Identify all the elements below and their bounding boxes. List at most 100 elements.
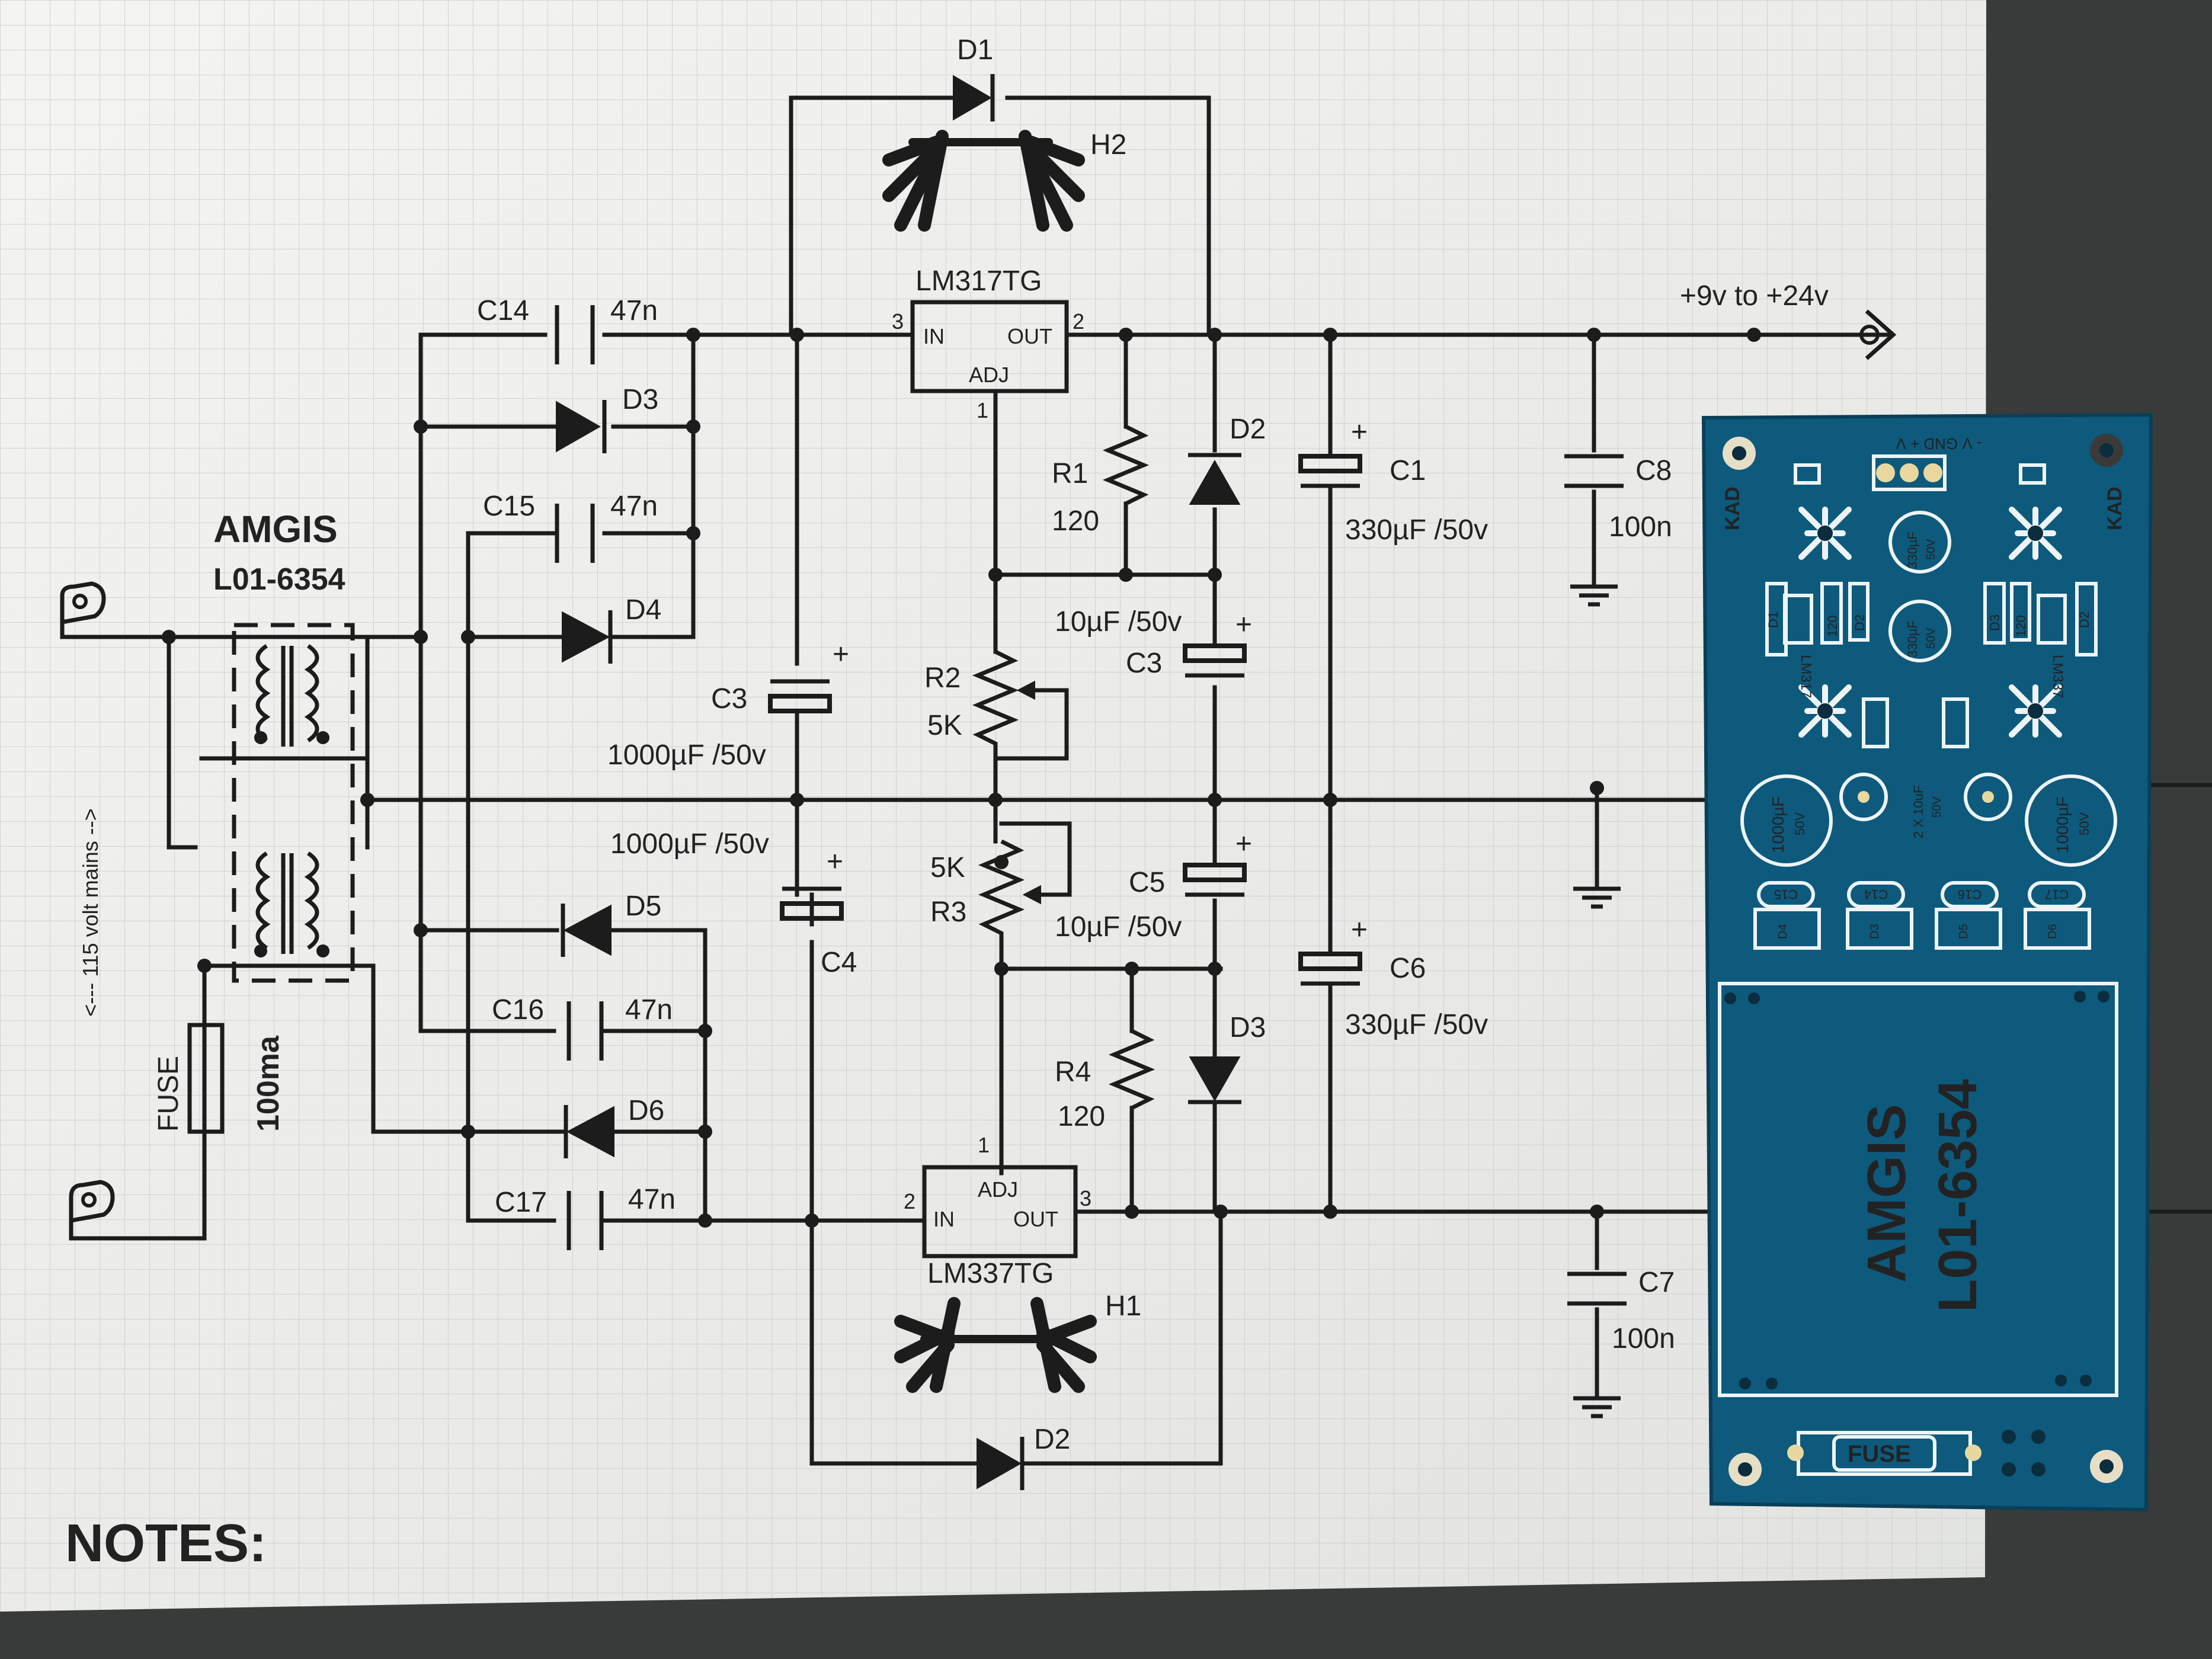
- h2-label: H2: [1090, 129, 1126, 161]
- c16-value: 47n: [625, 994, 673, 1026]
- c5-label: C5: [1129, 867, 1165, 898]
- c8-symbol: [1564, 454, 1624, 607]
- lm337-pin-in: IN: [933, 1207, 955, 1231]
- c16-label: C16: [492, 994, 544, 1026]
- r1-value: 120: [1052, 505, 1099, 537]
- pcb-c17: C17: [2045, 887, 2069, 902]
- d4-label: D4: [625, 594, 661, 626]
- c3-small-symbol: [1183, 643, 1247, 678]
- pcb-big-left: 1000µF: [1769, 796, 1787, 853]
- c15-symbol: [555, 504, 595, 563]
- pcb-d2-left: D2: [1852, 614, 1867, 631]
- pcb-lm337: LM337: [2050, 655, 2066, 698]
- d3-upper-symbol: [556, 400, 607, 453]
- fuse-symbol: [187, 1023, 225, 1134]
- lm317-pin-out: OUT: [1007, 324, 1052, 348]
- c3-bulk-plus: +: [833, 639, 849, 670]
- c1-label: C1: [1390, 455, 1426, 486]
- lm337-symbol: [922, 1165, 1078, 1258]
- c4-plus: +: [827, 846, 843, 877]
- c3-bulk-label: C3: [711, 683, 747, 715]
- fuse-value: 100ma: [251, 1035, 286, 1132]
- pcb-big-right: 1000µF: [2053, 796, 2072, 853]
- d4-symbol: [562, 610, 613, 664]
- r4-value: 120: [1058, 1101, 1105, 1132]
- d6-symbol: [564, 1105, 614, 1158]
- r1-symbol: [1102, 424, 1150, 506]
- d2-upper-label: D2: [1230, 414, 1266, 445]
- c3-bulk-value: 1000µF /50v: [607, 739, 766, 771]
- c15-value: 47n: [610, 491, 658, 522]
- c1-plus: +: [1351, 417, 1368, 448]
- c3-small-plus: +: [1235, 609, 1252, 640]
- lm337-pin3: 3: [1080, 1186, 1091, 1210]
- pcb-cap-top: 330µF: [1905, 531, 1920, 569]
- c17-value: 47n: [628, 1184, 676, 1215]
- d2-lower-label: D2: [1034, 1424, 1070, 1455]
- lm317-pin-adj: ADJ: [969, 363, 1009, 387]
- c3-small-value: 10µF /50v: [1055, 606, 1182, 638]
- c15-label: C15: [483, 491, 535, 522]
- heatsink-h1-symbol: [894, 1297, 1097, 1393]
- output-label: +9v to +24v: [1680, 280, 1829, 312]
- pcb-cap-mid-v: 50V: [1925, 627, 1938, 649]
- fuse-label: FUSE: [153, 1056, 184, 1132]
- junction-dots: [162, 328, 1761, 1228]
- r2-symbol: [972, 649, 1035, 758]
- d3-upper-label: D3: [622, 384, 658, 415]
- c8-label: C8: [1635, 455, 1672, 486]
- c16-symbol: [566, 1001, 604, 1061]
- pcb-kad-left: KAD: [1721, 486, 1744, 530]
- lm317-pin3: 3: [892, 309, 904, 334]
- lm317-symbol: [910, 300, 1069, 393]
- c6-symbol: [1298, 952, 1362, 986]
- pcb-cap-top-v: 50V: [1925, 539, 1938, 560]
- c6-value: 330µF /50v: [1345, 1009, 1488, 1040]
- lm337-pin2: 2: [904, 1189, 915, 1213]
- lm317-pin1: 1: [977, 398, 988, 422]
- pcb-kad-right: KAD: [2104, 486, 2126, 530]
- c3-small-label: C3: [1126, 648, 1162, 679]
- output-terminal: [1859, 309, 1897, 360]
- r2-label: R2: [924, 662, 961, 694]
- r4-label: R4: [1055, 1056, 1091, 1088]
- c17-symbol: [566, 1191, 604, 1250]
- c8-value: 100n: [1609, 511, 1672, 543]
- d5-symbol: [561, 904, 612, 957]
- pcb-d2-right: D2: [2077, 611, 2092, 628]
- r3-symbol: [978, 839, 1041, 936]
- pcb-board: [1701, 412, 2153, 1512]
- lm317-pin2: 2: [1073, 309, 1084, 334]
- c4-value: 1000µF /50v: [610, 828, 769, 860]
- c5-value: 10µF /50v: [1055, 911, 1182, 943]
- d1-symbol: [953, 74, 995, 121]
- pcb-c16: C16: [1958, 887, 1981, 902]
- d6-label: D6: [628, 1095, 664, 1126]
- pcb-d4: D4: [1776, 924, 1790, 939]
- pcb-big-left-v: 50V: [1792, 812, 1807, 835]
- pcb-r120-left: 120: [1825, 615, 1840, 637]
- d3-lower-label: D3: [1230, 1012, 1266, 1043]
- c1-value: 330µF /50v: [1345, 514, 1488, 546]
- heatsink-h2-symbol: [882, 130, 1085, 232]
- pcb-d5: D5: [1957, 924, 1970, 939]
- pcb-brand: AMGIS: [1856, 1104, 1917, 1283]
- d5-label: D5: [625, 891, 661, 922]
- pcb-model: L01-6354: [1928, 1079, 1988, 1312]
- c14-label: C14: [477, 295, 529, 326]
- ground-symbol-mid: [1573, 886, 1621, 909]
- pcb-d1: D1: [1766, 611, 1781, 628]
- r4-symbol: [1108, 1029, 1155, 1110]
- c14-value: 47n: [610, 295, 658, 326]
- d3-lower-symbol: [1188, 1056, 1241, 1104]
- pcb-c15: C15: [1774, 887, 1798, 902]
- c7-value: 100n: [1612, 1323, 1675, 1354]
- r3-value: 5K: [930, 852, 965, 883]
- lm337-pin1: 1: [978, 1133, 990, 1157]
- r2-value: 5K: [927, 710, 962, 741]
- transformer-brand: AMGIS: [213, 508, 338, 550]
- h1-label: H1: [1105, 1290, 1141, 1322]
- c4-label: C4: [821, 947, 857, 978]
- d2-upper-symbol: [1188, 453, 1241, 505]
